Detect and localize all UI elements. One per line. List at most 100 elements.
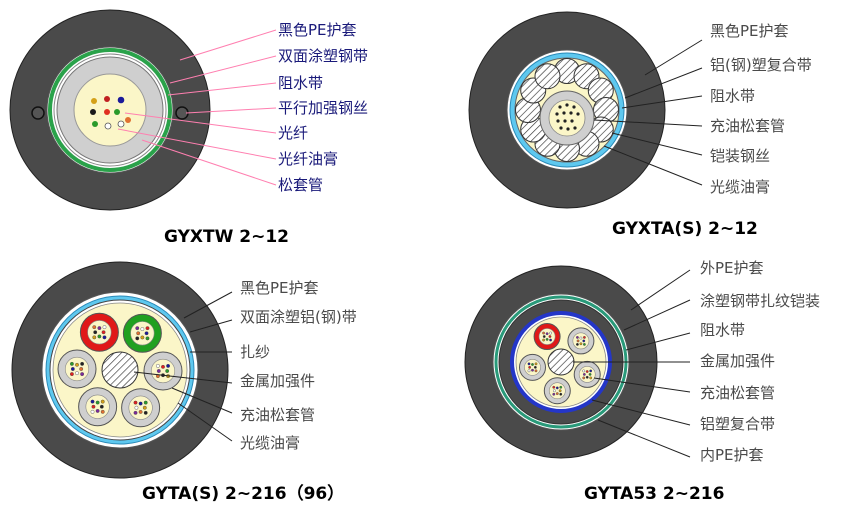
fiber-dot: [133, 410, 138, 415]
leader-line: [177, 402, 233, 442]
fiber-dot: [549, 331, 552, 335]
fiber-dot: [552, 392, 556, 396]
fiber-dot: [556, 119, 560, 123]
fiber-dot: [582, 376, 586, 380]
fiber-dot: [134, 405, 139, 410]
fiber-dot: [92, 335, 97, 340]
label-fiber-gel: 光纤油膏: [278, 150, 338, 168]
leader-line: [185, 107, 277, 114]
fiber-dot: [143, 410, 148, 415]
diagram-gyxtas: 黑色PE护套 铝(钢)塑复合带 阻水带 充油松套管 铠装钢丝 光缆油膏 GYXT…: [468, 11, 812, 239]
label-cable-gel: 光缆油膏: [240, 434, 300, 452]
fiber-dot: [531, 368, 534, 372]
fiber-dot: [559, 385, 563, 389]
fiber-dot: [572, 105, 576, 109]
tube-gel: [524, 358, 541, 376]
fiber-dot: [576, 112, 580, 116]
fiber-dot: [534, 362, 538, 366]
fiber-dot: [70, 367, 75, 371]
fiber-dot: [69, 361, 74, 366]
fiber-dot: [542, 338, 546, 342]
leader-line: [625, 332, 691, 351]
leader-lines: [133, 291, 233, 442]
label-black-pe-jacket: 黑色PE护套: [710, 22, 789, 40]
fiber-dot: [576, 336, 579, 339]
tube-gel: [572, 332, 590, 350]
fiber-dot: [102, 325, 107, 330]
fiber-dot: [589, 369, 593, 373]
fiber-dot: [534, 369, 538, 373]
fiber-dot: [165, 369, 170, 373]
fiber-group: [90, 96, 131, 130]
leader-line: [189, 319, 233, 333]
fiber-dot: [95, 400, 100, 405]
leader-line: [621, 95, 703, 109]
fiber-dot: [75, 362, 79, 367]
fiber-dot: [559, 126, 563, 130]
fiber-dot: [588, 373, 592, 376]
leader-line: [597, 419, 691, 458]
fiber-dot: [542, 335, 546, 338]
label-water-block-tape: 阻水带: [710, 87, 755, 105]
label-coated-steel-tape: 双面涂塑钢带: [278, 47, 368, 65]
leader-line: [179, 29, 277, 61]
leader-line: [593, 377, 691, 393]
diagram-gyta53: 外PE护套 涂塑钢带扎纹铠装 阻水带 金属加强件 充油松套管 铝塑复合带 内PE…: [464, 259, 820, 504]
label-oil-filled-loose-tube: 充油松套管: [700, 384, 775, 402]
fiber-dot: [548, 335, 552, 338]
fiber-dot: [143, 400, 148, 405]
central-strength-member: [547, 348, 575, 376]
fiber-dot: [579, 336, 583, 340]
fiber-dot: [576, 343, 579, 346]
fiber-dot: [140, 335, 145, 340]
fiber-dot: [563, 119, 567, 123]
fiber-dot: [589, 376, 593, 380]
fiber-dot: [75, 371, 79, 376]
loose-tube-ring: [57, 312, 183, 428]
fiber-dot: [90, 109, 96, 115]
fiber-dot: [79, 367, 84, 371]
fiber-dot: [555, 386, 559, 390]
fiber-dot: [585, 370, 589, 373]
leader-line: [593, 119, 703, 127]
fiber-dot: [100, 409, 105, 414]
fiber-dot: [90, 409, 95, 414]
fiber-dot: [100, 399, 105, 404]
tube-gel: [85, 394, 110, 419]
fiber-dot: [117, 96, 125, 104]
fiber-dot: [93, 330, 98, 335]
fiber-dot: [136, 331, 141, 336]
fiber-dot: [91, 98, 97, 104]
fiber-dot: [582, 369, 586, 373]
fiber-dot: [102, 335, 107, 340]
fiber-dot: [99, 404, 104, 409]
fiber-dot: [142, 405, 147, 410]
leader-lines: [593, 39, 703, 186]
fiber-dot: [533, 365, 537, 369]
label-composite-tape: 铝(钢)塑复合带: [710, 56, 812, 74]
fiber-dot: [562, 111, 566, 115]
fiber-dot: [125, 117, 131, 123]
label-metal-strength-member: 金属加强件: [700, 352, 775, 370]
label-water-block-tape: 阻水带: [700, 321, 745, 339]
leader-line: [169, 55, 277, 84]
leader-line: [133, 371, 233, 384]
fiber-dot: [91, 404, 96, 409]
label-outer-pe-jacket: 外PE护套: [700, 259, 764, 277]
fiber-dot: [555, 392, 559, 396]
label-parallel-steel-wire: 平行加强钢丝: [278, 99, 368, 117]
fiber-dot: [69, 372, 74, 377]
label-binder-yarn: 扎纱: [240, 343, 270, 361]
tube-gel: [130, 321, 155, 346]
steel-wire-left: [31, 106, 45, 120]
fiber-dot: [101, 330, 106, 335]
fiber-dot: [144, 331, 149, 336]
diagram-title: GYTA(S) 2~216（96）: [142, 483, 344, 504]
fiber-dot: [145, 336, 150, 341]
label-corrugated-steel-armor: 涂塑钢带扎纹铠装: [700, 292, 820, 310]
callout-labels: 黑色PE护套 双面涂塑铝(钢)带 扎纱 金属加强件 充油松套管 光缆油膏: [240, 279, 357, 452]
diagram-title: GYXTW 2~12: [164, 227, 289, 247]
fiber-dot: [573, 126, 577, 130]
fiber-dot: [582, 339, 586, 343]
